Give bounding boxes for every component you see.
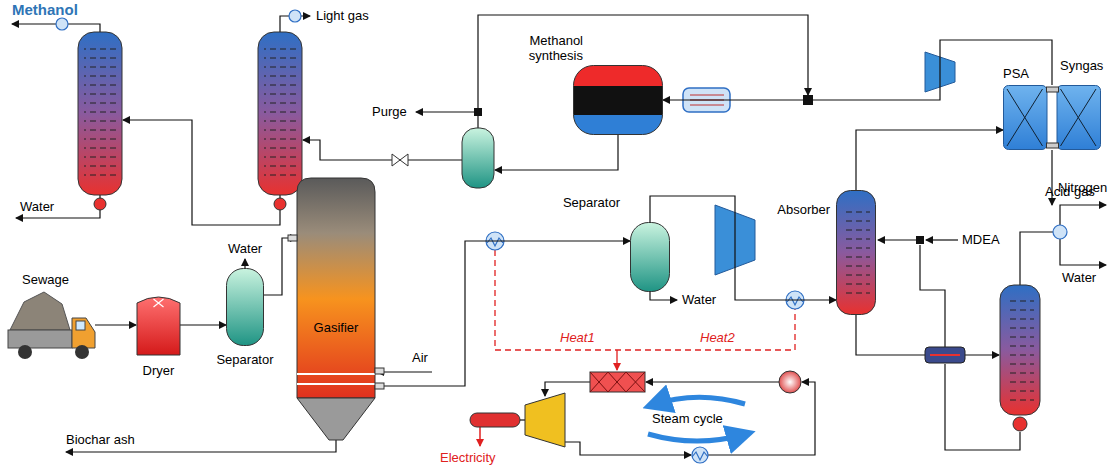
equipment-label: PSA [1003, 66, 1029, 81]
equipment-outline [573, 65, 663, 135]
stream-label: Water [1062, 270, 1096, 286]
separator-vessel: Separator [630, 222, 670, 292]
stream-label: Acid gas [1045, 184, 1095, 200]
dryer-vessel: Dryer [137, 295, 180, 355]
stream-label: Purge [372, 104, 407, 120]
process-stream [180, 324, 226, 325]
synthesis-reactor: Methanol synthesis [573, 65, 663, 135]
stream-label: MDEA [962, 232, 1000, 248]
equipment-outline [1003, 85, 1100, 150]
stream-label: Syngas [1060, 58, 1103, 74]
heat-label: Heat1 [560, 330, 595, 346]
process-stream [856, 130, 1003, 190]
stream-label: Water [20, 199, 54, 215]
equipment-outline [630, 222, 670, 292]
equipment-label: Absorber [777, 202, 830, 217]
equipment-outline [226, 268, 264, 346]
cycle-label: Steam cycle [652, 411, 723, 427]
process-stream [663, 40, 1052, 100]
equipment-label: Separator [216, 352, 273, 367]
equipment-label: Methanol synthesis [511, 33, 583, 63]
heat-label: Heat2 [700, 330, 735, 346]
process-stream [264, 238, 297, 295]
stream-label: Water [682, 292, 716, 308]
stream-label: Water [228, 241, 262, 257]
stream-label: Light gas [316, 8, 369, 24]
feed-label: Sewage [22, 272, 69, 288]
absorber-column: Absorber [836, 190, 876, 315]
stream-label: Air [412, 350, 428, 366]
equipment-label: Gasifier [297, 320, 375, 335]
psa-unit: PSA [1003, 85, 1100, 150]
equipment-outline [836, 190, 876, 315]
output-label: Electricity [440, 450, 496, 466]
stream-label: Biochar ash [66, 432, 135, 448]
separator-vessel: Separator [226, 268, 264, 346]
product-label: Methanol [12, 2, 78, 18]
equipment-label: Dryer [143, 363, 175, 378]
process-stream [650, 196, 836, 300]
equipment-outline [137, 295, 180, 355]
equipment-outline [297, 178, 375, 440]
gasifier-vessel: Gasifier [297, 178, 375, 440]
process-stream [375, 241, 630, 386]
equipment-label: Separator [563, 195, 620, 210]
